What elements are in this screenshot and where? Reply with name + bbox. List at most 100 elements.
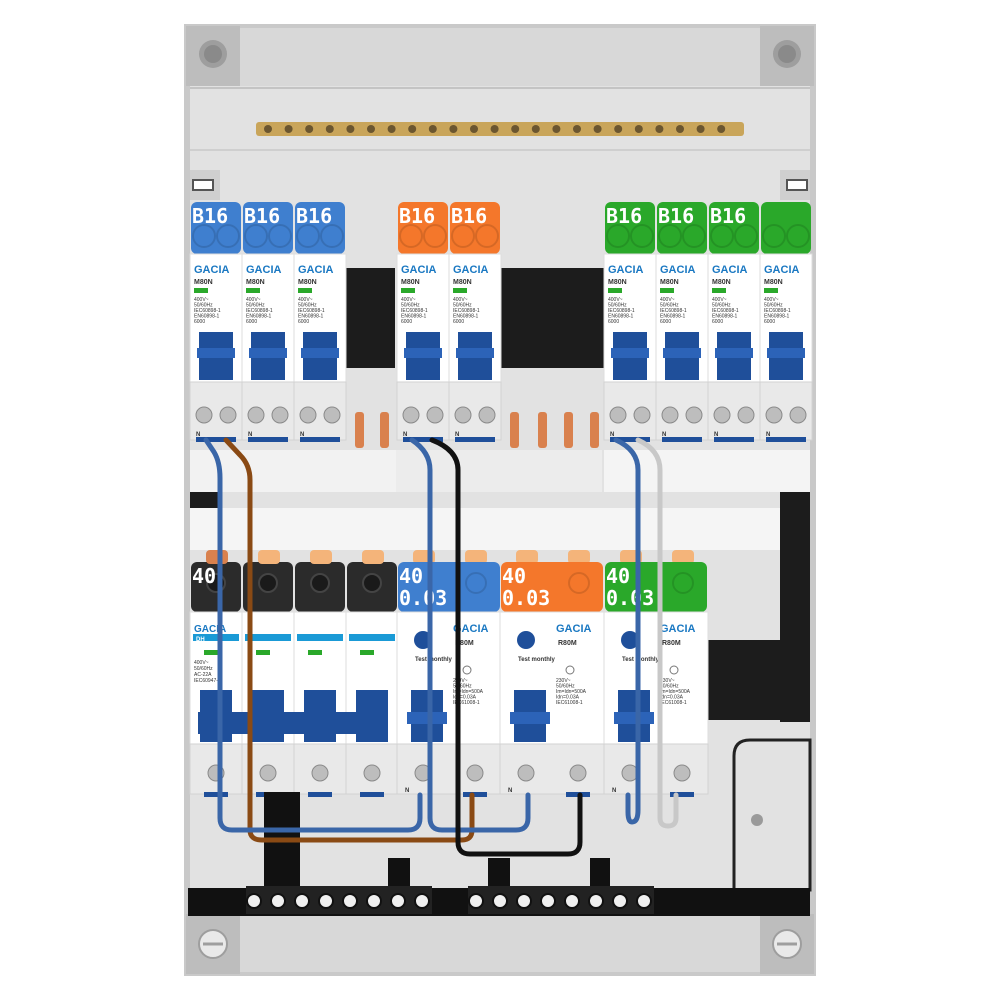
terminal-screw[interactable]	[247, 406, 265, 424]
bar-screw[interactable]	[564, 893, 580, 909]
bar-screw[interactable]	[636, 893, 652, 909]
bar-screw[interactable]	[492, 893, 508, 909]
fine-print: EN60898-1	[712, 314, 738, 320]
status-indicator	[298, 288, 312, 293]
terminal-screw[interactable]	[609, 406, 627, 424]
wire-brown	[223, 437, 475, 843]
terminal-screw[interactable]	[737, 406, 755, 424]
terminal-screw[interactable]	[402, 406, 420, 424]
bar-screw[interactable]	[612, 893, 628, 909]
fine-print: 50/60Hz	[764, 303, 783, 309]
fine-print: IEC61008-1	[556, 700, 583, 706]
brand-logo: GACIA	[556, 623, 592, 635]
fine-print: 6000	[660, 319, 671, 325]
terminal-screw[interactable]	[633, 406, 651, 424]
fine-print: 6000	[764, 319, 775, 325]
fine-print: 6000	[608, 319, 619, 325]
terminal-screw[interactable]	[426, 406, 444, 424]
fine-print: EN60898-1	[246, 314, 272, 320]
fine-print: IEC60947-3	[194, 678, 221, 684]
fine-print: IEC60898-1	[298, 308, 325, 314]
wire-blue-3	[613, 437, 641, 825]
fine-print: IEC60898-1	[401, 308, 428, 314]
bar-screw[interactable]	[294, 893, 310, 909]
cover-strip-upper	[190, 450, 396, 492]
fine-print: 6000	[246, 319, 257, 325]
terminal-screw[interactable]	[466, 764, 484, 782]
status-indicator	[401, 288, 415, 293]
fine-print: 50/60Hz	[194, 303, 213, 309]
terminal-screw[interactable]	[271, 406, 289, 424]
brand-logo: GACIA	[194, 264, 230, 276]
terminal-screw[interactable]	[195, 406, 213, 424]
fine-print: Im=Idn=500A	[453, 689, 484, 695]
fine-print: EN60898-1	[764, 314, 790, 320]
bar-screw[interactable]	[318, 893, 334, 909]
bar-screw[interactable]	[540, 893, 556, 909]
rail-clip-right	[786, 179, 808, 191]
test-button[interactable]	[621, 631, 639, 649]
mcb-rating-label: B16	[658, 204, 694, 228]
terminal-screw[interactable]	[517, 764, 535, 782]
bar-screw[interactable]	[270, 893, 286, 909]
bar-screw[interactable]	[342, 893, 358, 909]
rcd-rating: 40	[502, 564, 526, 588]
bar-screw[interactable]	[516, 893, 532, 909]
bar-screw[interactable]	[390, 893, 406, 909]
fine-print: Im=Idn=500A	[660, 689, 691, 695]
fine-print: EN60898-1	[660, 314, 686, 320]
terminal-screw[interactable]	[219, 406, 237, 424]
brand-logo: GACIA	[764, 264, 800, 276]
terminal-screw[interactable]	[311, 764, 329, 782]
fine-print: 50/60Hz	[453, 303, 472, 309]
cover-strip-lower	[190, 508, 780, 550]
neutral-mark: N	[714, 432, 718, 438]
terminal-screw[interactable]	[323, 406, 341, 424]
terminal-screw[interactable]	[789, 406, 807, 424]
neutral-mark: N	[610, 432, 614, 438]
terminal-screw[interactable]	[363, 764, 381, 782]
mcb-model: M80N	[194, 279, 213, 286]
wire-blue-2	[409, 437, 531, 833]
terminal-screw[interactable]	[661, 406, 679, 424]
terminal-screw[interactable]	[765, 406, 783, 424]
mcb-model: M80N	[660, 279, 679, 286]
bar-screw[interactable]	[246, 893, 262, 909]
fine-print: 6000	[194, 319, 205, 325]
bar-screw[interactable]	[588, 893, 604, 909]
fine-print: Im=Idn=500A	[556, 689, 587, 695]
status-indicator	[608, 288, 622, 293]
bar-screw[interactable]	[366, 893, 382, 909]
terminal-screw[interactable]	[299, 406, 317, 424]
bar-screw[interactable]	[468, 893, 484, 909]
fine-print: IEC60898-1	[712, 308, 739, 314]
terminal-screw[interactable]	[685, 406, 703, 424]
fine-print: EN60898-1	[401, 314, 427, 320]
fine-print: 6000	[298, 319, 309, 325]
earth-busbar	[256, 122, 744, 136]
terminal-screw[interactable]	[478, 406, 496, 424]
terminal-screw[interactable]	[673, 764, 691, 782]
brand-logo: GACIA	[712, 264, 748, 276]
fine-print: 50/60Hz	[660, 684, 679, 690]
terminal-screw[interactable]	[569, 764, 587, 782]
status-indicator	[764, 288, 778, 293]
terminal-screw[interactable]	[259, 764, 277, 782]
mcb-rating-label: B16	[296, 204, 332, 228]
fine-print: Idn=0.03A	[556, 695, 580, 701]
brand-logo: GACIA	[608, 264, 644, 276]
neutral-mark: N	[612, 788, 616, 794]
terminal-screw[interactable]	[713, 406, 731, 424]
blank-gap-2	[500, 268, 604, 368]
mcb-5: B16GACIAM80N400V~50/60HzIEC60898-1EN6089…	[448, 202, 502, 442]
terminal-screw[interactable]	[454, 406, 472, 424]
fine-print: 400V~	[298, 297, 313, 303]
mcb-model: M80N	[712, 279, 731, 286]
bar-screw[interactable]	[414, 893, 430, 909]
fine-print: 400V~	[453, 297, 468, 303]
fine-print: AC-22A	[194, 672, 212, 678]
fine-print: 230V~	[556, 678, 571, 684]
test-button[interactable]	[517, 631, 535, 649]
